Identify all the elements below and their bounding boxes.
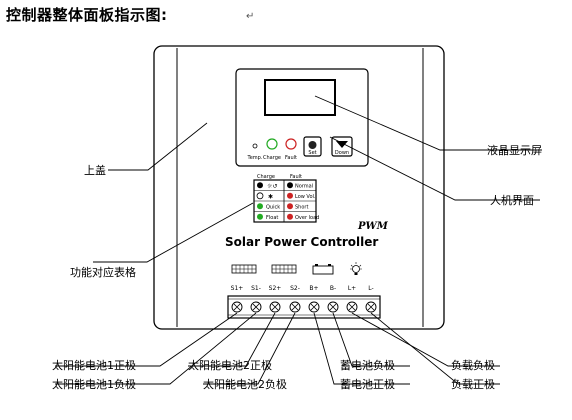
temp-led bbox=[252, 143, 258, 149]
table-row-lowvol: Low Vol. bbox=[295, 194, 316, 200]
terminal-label-s2-neg: S2- bbox=[290, 285, 300, 292]
terminal-label-b-neg: B- bbox=[330, 285, 336, 292]
solar-panel-1-icon bbox=[231, 264, 257, 274]
set-icon bbox=[308, 141, 317, 149]
callout-solar1-pos: 太阳能电池1正极 bbox=[52, 358, 136, 372]
down-label: Down bbox=[335, 150, 349, 156]
table-header-charge: Charge bbox=[257, 174, 275, 180]
callout-top-cover: 上盖 bbox=[84, 163, 106, 177]
temp-label: Temp. bbox=[247, 155, 263, 161]
sun-icon bbox=[256, 192, 264, 200]
table-row-short: Short bbox=[295, 205, 308, 211]
page-title: 控制器整体面板指示图: bbox=[6, 6, 168, 24]
short-led-icon bbox=[287, 203, 293, 210]
terminal-label-s1-pos: S1+ bbox=[231, 285, 244, 292]
brand-name: Solar Power Controller bbox=[225, 235, 378, 249]
down-arrow-icon bbox=[336, 141, 348, 148]
terminal-label-b-pos: B+ bbox=[309, 285, 318, 292]
callout-lcd: 液晶显示屏 bbox=[487, 143, 542, 157]
quick-led-icon bbox=[257, 203, 263, 210]
fault-label: Fault bbox=[285, 155, 297, 161]
pwm-label: PWM bbox=[357, 221, 389, 232]
charge-label: Charge bbox=[263, 155, 281, 161]
table-row-normal: Normal bbox=[295, 184, 313, 190]
set-label: Set bbox=[308, 150, 316, 156]
lowvol-led-icon bbox=[287, 192, 293, 199]
table-row-quick: Quick bbox=[266, 205, 280, 211]
callout-battery-neg: 蓄电池负极 bbox=[340, 358, 395, 372]
moon-icon bbox=[257, 182, 263, 189]
terminal-label-s2-pos: S2+ bbox=[269, 285, 282, 292]
overload-led-icon bbox=[287, 213, 293, 220]
set-button[interactable]: Set bbox=[303, 136, 322, 157]
callout-function-table: 功能对应表格 bbox=[70, 265, 136, 279]
fault-led bbox=[285, 138, 297, 150]
terminal-label-l-pos: L+ bbox=[348, 285, 356, 292]
battery-icon bbox=[312, 264, 334, 275]
float-led-icon bbox=[257, 213, 263, 220]
terminal-block bbox=[227, 295, 381, 319]
table-row-overload: Over load bbox=[295, 215, 319, 221]
solar-panel-2-icon bbox=[271, 264, 297, 274]
callout-battery-pos: 蓄电池正极 bbox=[340, 377, 395, 391]
table-row-float: Float bbox=[266, 215, 278, 221]
lcd-screen bbox=[264, 79, 336, 116]
callout-load-neg: 负载负极 bbox=[451, 358, 495, 372]
charge-led bbox=[266, 138, 278, 150]
table-header-fault: Fault bbox=[290, 174, 302, 180]
leader-lines bbox=[55, 95, 542, 385]
callout-solar2-neg: 太阳能电池2负极 bbox=[203, 377, 287, 391]
normal-led-icon bbox=[287, 182, 293, 189]
lamp-icon bbox=[350, 262, 362, 275]
callout-solar1-neg: 太阳能电池1负极 bbox=[52, 377, 136, 391]
function-table: ☼↺ ✱ Quick Float Normal Low Vol. Short O… bbox=[253, 179, 319, 223]
terminal-label-l-neg: L- bbox=[368, 285, 373, 292]
down-button[interactable]: Down bbox=[331, 136, 353, 157]
callout-hmi: 人机界面 bbox=[490, 193, 534, 207]
return-mark: ↵ bbox=[246, 11, 255, 22]
callout-load-pos: 负载正极 bbox=[451, 377, 495, 391]
gear-icon: ✱ bbox=[268, 194, 273, 201]
terminal-label-s1-neg: S1- bbox=[251, 285, 261, 292]
night-light-icon: ☼↺ bbox=[267, 183, 277, 190]
callout-solar2-pos: 太阳能电池2正极 bbox=[188, 358, 272, 372]
